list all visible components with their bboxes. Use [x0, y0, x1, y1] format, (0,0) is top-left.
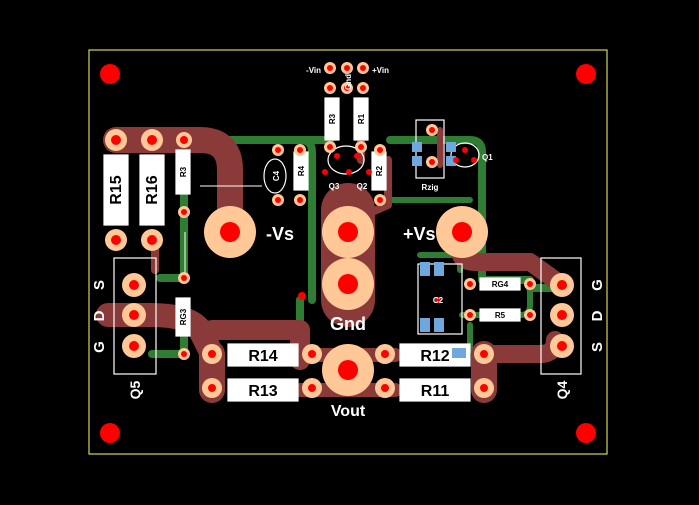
r3-left-label: R3: [179, 166, 188, 177]
drill-holes: [111, 65, 567, 392]
q4-g-label: G: [589, 279, 606, 291]
pos-vs-label: +Vs: [403, 224, 436, 244]
q4-outline: [540, 257, 582, 375]
q5-s-label: S: [91, 280, 108, 290]
neg-vs-label: -Vs: [266, 224, 294, 244]
r5-body: [479, 308, 521, 322]
silkscreen-components: [103, 97, 582, 402]
q5-label: Q5: [127, 380, 143, 399]
r3-top-label: R3: [328, 113, 337, 124]
mounting-hole: [100, 64, 120, 84]
board-outline: [88, 49, 608, 455]
c4-outline: [263, 158, 287, 194]
silk-lines: [184, 185, 262, 278]
r1-label: R1: [357, 113, 366, 124]
r3-top-body: [324, 97, 340, 141]
silkscreen-labels: -Vin Gnd +Vin R3 R1 Q3 Q2 C4 R4 R2 Q1 Rz…: [91, 66, 606, 420]
r16-label: R16: [144, 175, 161, 204]
r5-label: R5: [495, 311, 506, 320]
q4-label: Q4: [554, 380, 570, 399]
r3-left-body: [175, 149, 191, 195]
r4-label: R4: [297, 165, 306, 176]
rg3-label: RG3: [179, 308, 188, 325]
r1-body: [353, 97, 369, 141]
r12-label: R12: [420, 348, 449, 365]
r11-label: R11: [421, 383, 450, 400]
rg4-body: [479, 277, 521, 291]
q1-label: Q1: [482, 153, 493, 162]
pos-vin-label: +Vin: [372, 66, 389, 75]
r13-body: [227, 378, 299, 402]
q5-d-label: D: [91, 310, 108, 321]
gnd-main-label: Gnd: [330, 314, 366, 334]
q5-g-label: G: [91, 341, 108, 353]
mounting-hole: [100, 423, 120, 443]
large-pads: [204, 206, 488, 396]
r15-label: R15: [108, 175, 125, 204]
q5-outline: [113, 257, 157, 375]
mounting-hole: [576, 423, 596, 443]
r14-body: [227, 343, 299, 367]
neg-vin-label: -Vin: [306, 66, 321, 75]
rg3-body: [175, 297, 191, 337]
r14-label: R14: [248, 348, 277, 365]
rzig-label: Rzig: [422, 183, 439, 192]
r11-body: [399, 378, 471, 402]
smd-pads: [412, 142, 466, 358]
c2-label: C2: [433, 296, 444, 305]
c4-label: C4: [272, 170, 281, 181]
q3-label: Q3: [329, 182, 340, 191]
r15-body: [103, 154, 129, 226]
q4-s-label: S: [589, 342, 606, 352]
r13-label: R13: [248, 383, 277, 400]
mounting-hole: [576, 64, 596, 84]
q3-q2-outline: [327, 145, 365, 175]
c1-label: C1: [458, 361, 467, 368]
q2-label: Q2: [357, 182, 368, 191]
q4-d-label: D: [589, 310, 606, 321]
gnd-in-label: Gnd: [344, 74, 353, 90]
rg4-label: RG4: [492, 280, 509, 289]
vout-label: Vout: [331, 403, 366, 420]
q1-outline: [450, 142, 480, 168]
r2-label: R2: [375, 165, 384, 176]
r16-body: [139, 154, 165, 226]
mounting-holes: [100, 64, 596, 443]
